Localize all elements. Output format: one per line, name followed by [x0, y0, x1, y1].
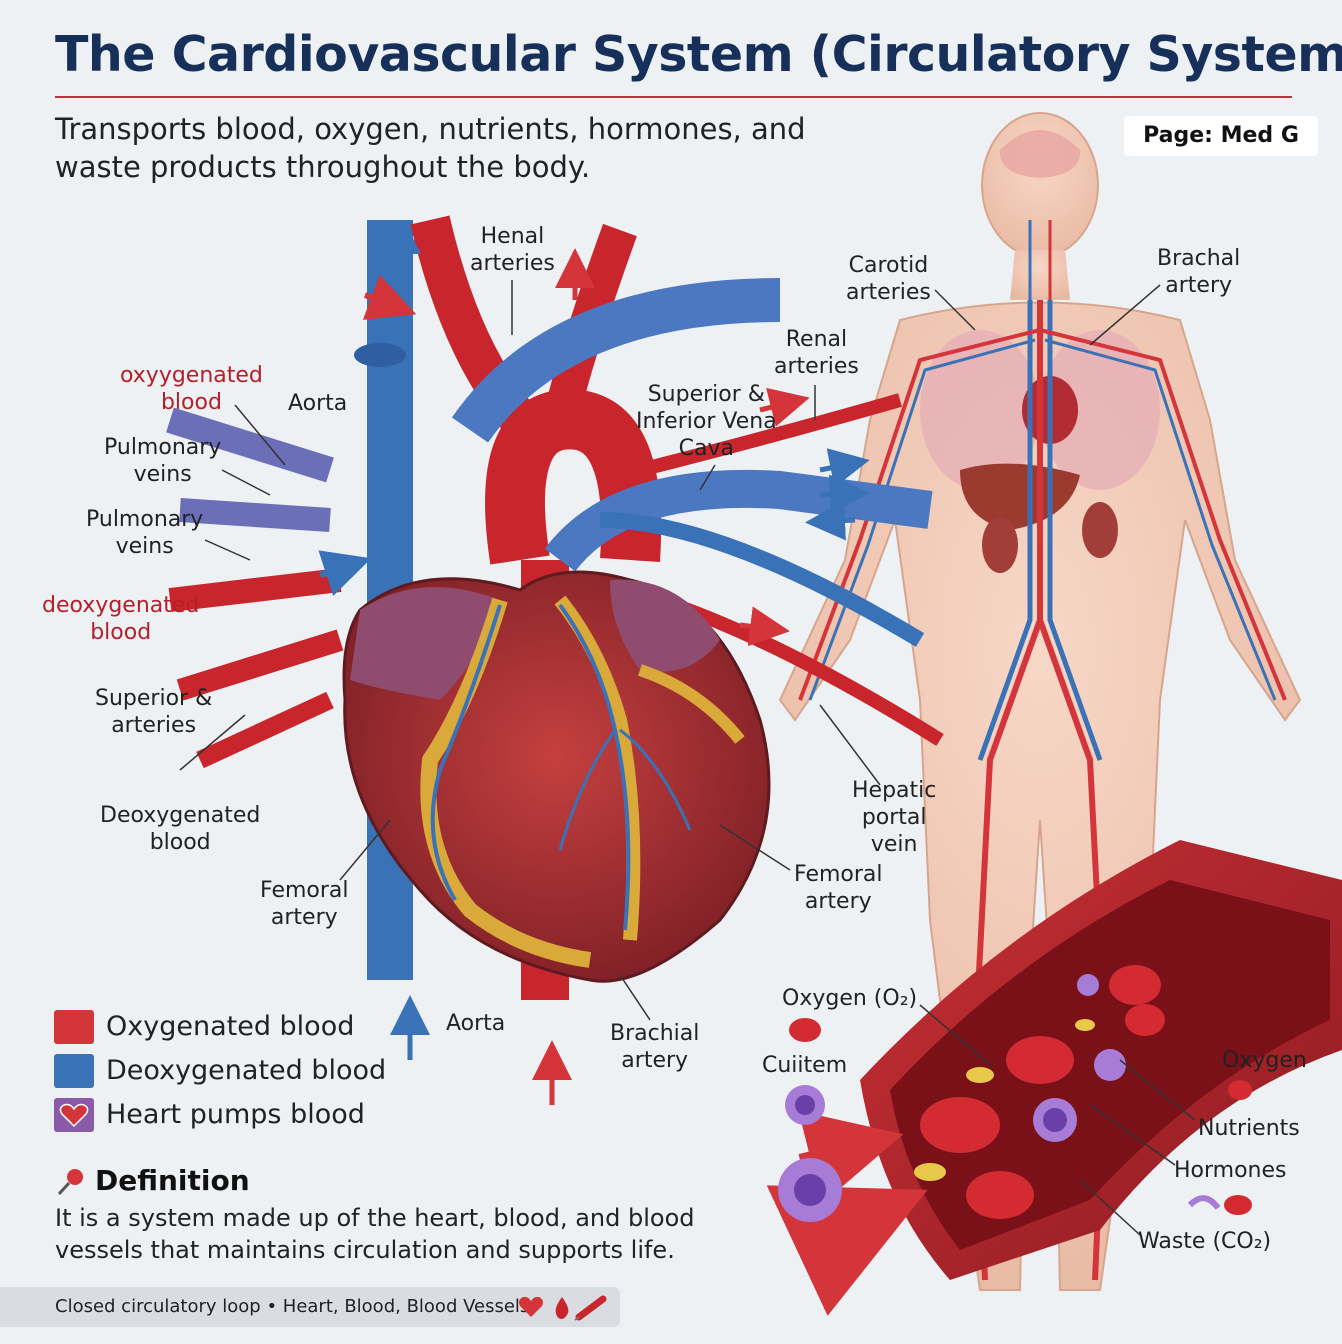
heart-icon — [519, 1296, 543, 1317]
footer-icons — [519, 1295, 607, 1321]
label-oxygen-o2: Oxygen (O₂) — [782, 986, 918, 1011]
vessel-cross-section — [766, 840, 1342, 1316]
label-aorta-bottom: Aorta — [446, 1011, 506, 1036]
pushpin-icon — [57, 1169, 83, 1196]
leader-lines — [179, 280, 1196, 1236]
footer-bar — [0, 1287, 620, 1327]
heart-icon — [54, 1098, 94, 1132]
label-cuitem: Cuiitem — [762, 1053, 848, 1078]
flow-arrows — [318, 222, 870, 1105]
label-aorta-top: Aorta — [288, 391, 348, 416]
label-oxygen: Oxygen — [1222, 1048, 1307, 1073]
blue-square-icon — [54, 1054, 94, 1088]
page-subtitle: Transports blood, oxygen, nutrients, hor… — [55, 112, 806, 184]
red-square-icon — [54, 1010, 94, 1044]
label-hormones: Hormones — [1174, 1158, 1287, 1183]
footer-text: Closed circulatory loop • Heart, Blood, … — [55, 1296, 530, 1317]
label-waste-co2: Waste (CO₂) — [1138, 1229, 1272, 1254]
label-superior-arteries: Superior &arteries — [95, 686, 213, 738]
blood-drop-icon — [555, 1297, 569, 1319]
title-divider — [55, 96, 1292, 98]
definition-text: It is a system made up of the heart, blo… — [55, 1204, 695, 1264]
definition-heading: Definition — [95, 1164, 250, 1197]
heart — [342, 570, 771, 983]
page-badge: Page: Med G — [1124, 116, 1318, 156]
human-body — [778, 112, 1302, 1291]
syringe-icon — [574, 1295, 607, 1321]
page-title: The Cardiovascular System (Circulatory S… — [55, 26, 1342, 83]
label-nutrients: Nutrients — [1198, 1116, 1300, 1141]
